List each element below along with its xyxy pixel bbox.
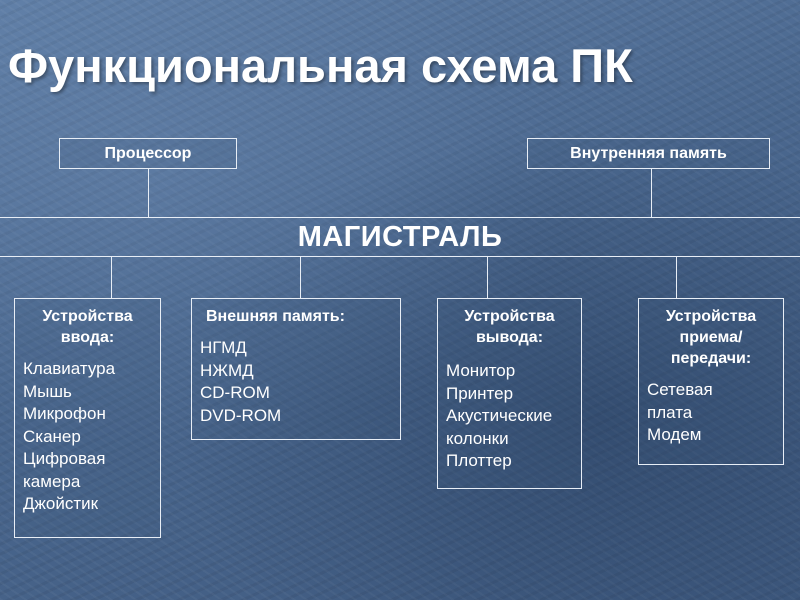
internal-memory-label: Внутренняя память xyxy=(570,144,727,162)
output-devices-box: Устройства вывода: Монитор Принтер Акуст… xyxy=(437,298,582,489)
list-item: НГМД xyxy=(200,338,247,357)
list-item: Сканер xyxy=(23,426,81,446)
list-item: плата xyxy=(647,402,693,422)
internal-memory-connector xyxy=(651,169,652,218)
external-memory-heading: Внешняя память: xyxy=(206,308,345,325)
bus-top-line xyxy=(0,217,800,218)
output-devices-heading: Устройства вывода: xyxy=(464,308,555,346)
list-item: Мышь xyxy=(23,381,72,401)
processor-label: Процессор xyxy=(104,144,192,162)
bus-label: МАГИСТРАЛЬ xyxy=(0,218,800,256)
processor-box: Процессор xyxy=(59,138,237,169)
output-connector xyxy=(487,257,488,298)
list-item: Плоттер xyxy=(446,451,512,470)
list-item: Цифровая xyxy=(23,449,106,468)
input-devices-heading: Устройства ввода: xyxy=(42,308,133,346)
input-devices-list: Клавиатура Мышь Микрофон Сканер Цифровая… xyxy=(15,348,160,516)
bus-text: МАГИСТРАЛЬ xyxy=(297,220,503,253)
list-item: Монитор xyxy=(446,361,516,380)
external-memory-list: НГМД НЖМД CD-ROM DVD-ROM xyxy=(192,327,400,427)
transfer-devices-box: Устройства приема/ передачи: Сетевая пла… xyxy=(638,298,784,465)
transfer-devices-list: Сетевая плата Модем xyxy=(639,369,783,447)
list-item: Микрофон xyxy=(23,404,106,423)
processor-connector xyxy=(148,169,149,218)
internal-memory-box: Внутренняя память xyxy=(527,138,770,169)
list-item: камера xyxy=(23,471,81,491)
list-item: Модем xyxy=(647,425,702,444)
external-memory-connector xyxy=(300,257,301,298)
bus-bottom-line xyxy=(0,256,800,257)
input-devices-box: Устройства ввода: Клавиатура Мышь Микроф… xyxy=(14,298,161,538)
list-item: CD-ROM xyxy=(200,383,270,402)
list-item: Джойстик xyxy=(23,494,99,513)
transfer-devices-heading: Устройства приема/ передачи: xyxy=(665,308,757,367)
output-devices-list: Монитор Принтер Акустические колонки Пло… xyxy=(438,348,581,473)
transfer-connector xyxy=(676,257,677,298)
list-item: DVD-ROM xyxy=(200,405,282,425)
list-item: колонки xyxy=(446,428,509,448)
list-item: Клавиатура xyxy=(23,359,116,378)
list-item: Принтер xyxy=(446,383,514,403)
external-memory-box: Внешняя память: НГМД НЖМД CD-ROM DVD-ROM xyxy=(191,298,401,440)
page-title: Функциональная схема ПК xyxy=(8,39,633,92)
list-item: Акустические xyxy=(446,406,553,425)
list-item: Сетевая xyxy=(647,380,713,399)
list-item: НЖМД xyxy=(200,360,254,380)
input-connector xyxy=(111,257,112,298)
